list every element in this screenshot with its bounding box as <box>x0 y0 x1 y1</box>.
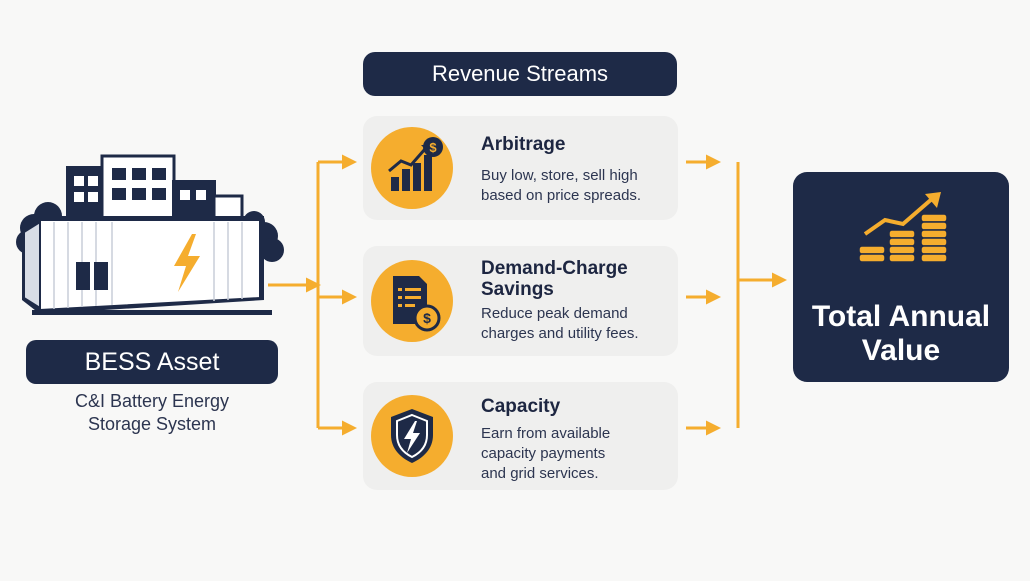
asset-title: BESS Asset <box>26 340 278 384</box>
revenue-streams-header: Revenue Streams <box>363 52 677 96</box>
stream-card-demand-charge: $ Demand-Charge Savings Reduce peak dema… <box>363 246 678 356</box>
stream-title: Arbitrage <box>481 134 566 155</box>
svg-text:$: $ <box>429 140 437 155</box>
stream-card-capacity: Capacity Earn from available capacity pa… <box>363 382 678 490</box>
stream-title: Capacity <box>481 396 561 417</box>
coins-growth-icon <box>858 192 948 263</box>
stream-description: Buy low, store, sell high based on price… <box>481 167 642 204</box>
shield-bolt-icon <box>371 395 453 477</box>
total-annual-value-box: Total Annual Value <box>793 172 1009 382</box>
total-annual-value-label: Total Annual Value <box>811 300 991 367</box>
bess-container-illustration <box>16 154 284 315</box>
stream-description: Reduce peak demand charges and utility f… <box>481 305 639 342</box>
bar-chart-dollar-icon: $ <box>371 127 453 209</box>
stream-description: Earn from available capacity payments an… <box>481 425 611 482</box>
svg-text:$: $ <box>423 310 431 326</box>
stream-card-arbitrage: $ Arbitrage Buy low, store, sell high ba… <box>363 116 678 220</box>
asset-description: C&I Battery Energy Storage System <box>74 391 230 434</box>
stream-title: Demand-Charge Savings <box>481 258 628 300</box>
invoice-dollar-icon: $ <box>371 260 453 342</box>
